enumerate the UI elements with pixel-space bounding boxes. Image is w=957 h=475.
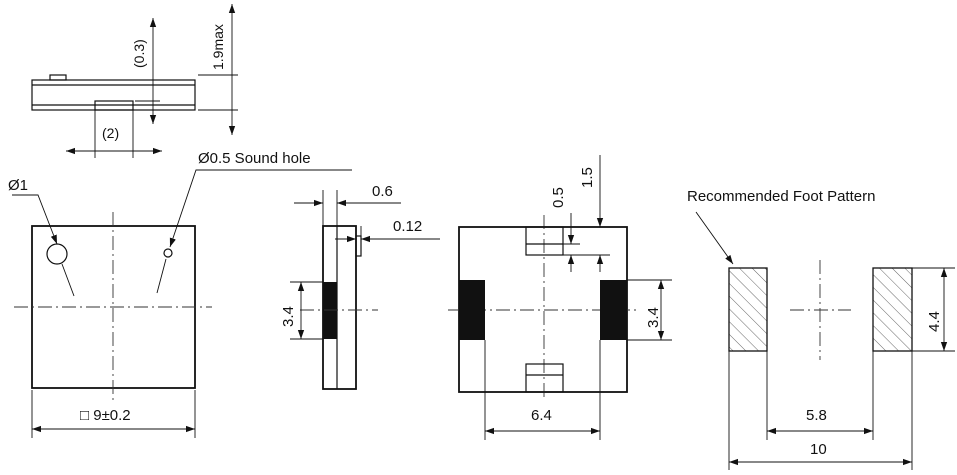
inner-gap-label: 5.8 [806,407,827,424]
bottom-pad-left [459,280,485,340]
height-label: 1.9max [210,24,226,70]
side-view: 1.9max (0.3) (2) [31,4,238,158]
bottom-tab-bottom [525,363,564,393]
bottom-pad-right [600,280,627,340]
sound-hole-leader-tail [156,258,167,294]
width-label: 0.6 [372,183,393,200]
foot-pad-height-label: 4.4 [926,311,943,332]
gap-label: (0.3) [131,39,147,68]
size-label: □ 9±0.2 [80,407,131,424]
sound-hole-leader [169,169,352,248]
foot-pattern: Recommended Foot Pattern 4.4 5.8 10 [687,188,955,470]
foot-pad-right [872,267,913,352]
pad-width-label: (2) [102,125,119,141]
bottom-view: 0.5 1.5 3.4 6.4 [448,155,672,440]
pad-height-label: 3.4 [280,306,297,327]
sound-hole-icon [163,248,173,258]
hole-leader-tail [61,263,75,297]
foot-pad-left [728,267,768,352]
hole-leader [12,194,58,245]
large-hole-icon [46,243,68,265]
profile-view: 0.6 0.12 3.4 [280,183,440,390]
side-bottom-pad [94,100,134,111]
tab-depth-label: 1.5 [579,167,596,188]
tab-width-label: 0.5 [550,187,567,208]
bottom-tab-top [525,226,564,256]
top-view: Ø1 Ø0.5 Sound hole □ 9±0.2 [8,150,352,438]
hole-label: Ø1 [8,177,28,194]
profile-pad [323,282,337,339]
pad-spacing-label: 6.4 [531,407,552,424]
foot-pattern-title: Recommended Foot Pattern [687,188,875,205]
sound-hole-label: Ø0.5 Sound hole [198,150,311,167]
bottom-pad-height-label: 3.4 [645,307,662,328]
offset-label: 0.12 [393,218,422,235]
outer-width-label: 10 [810,441,827,458]
side-top-bump [49,74,67,81]
foot-pattern-leader [695,211,734,265]
